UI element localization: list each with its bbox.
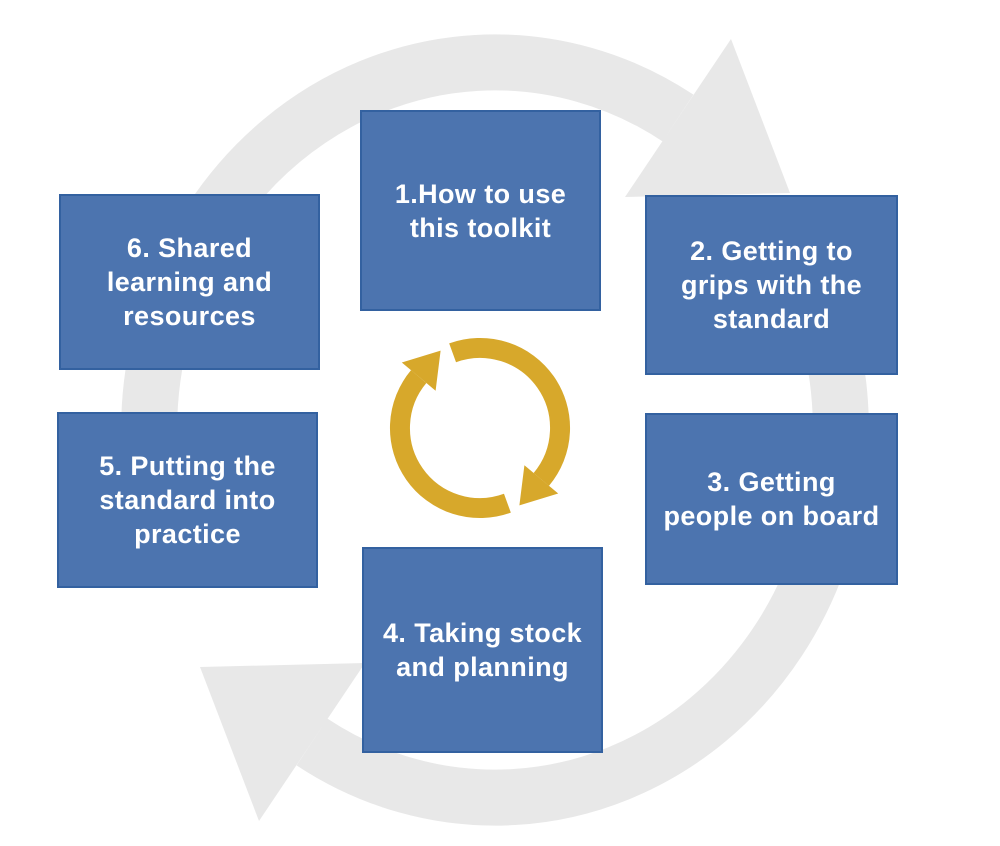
center-top-arc — [449, 337, 571, 486]
center-bottom-arc — [389, 370, 511, 519]
step-3-label: 3. Getting people on board — [663, 467, 880, 531]
step-1-label: 1.How to use this toolkit — [394, 178, 567, 243]
watermark-top-arrowhead — [625, 39, 790, 197]
step-5-label: 5. Putting the standard into practice — [99, 451, 276, 549]
step-box-6: 6. Shared learning and resources — [59, 194, 320, 370]
step-4-label: 4. Taking stock and planning — [382, 618, 583, 682]
step-box-1: 1.How to use this toolkit — [360, 110, 601, 311]
step-6-label: 6. Shared learning and resources — [106, 233, 273, 331]
step-box-5: 5. Putting the standard into practice — [57, 412, 318, 588]
step-box-3: 3. Getting people on board — [645, 413, 898, 585]
center-right-arrowhead — [519, 465, 559, 506]
step-box-4: 4. Taking stock and planning — [362, 547, 603, 753]
watermark-top-arc — [121, 34, 694, 553]
step-2-label: 2. Getting to grips with the standard — [680, 236, 863, 334]
cycle-arrows-icon — [389, 337, 571, 519]
center-left-arrowhead — [401, 350, 441, 391]
watermark-bottom-arrowhead — [200, 663, 365, 821]
step-box-2: 2. Getting to grips with the standard — [645, 195, 898, 375]
